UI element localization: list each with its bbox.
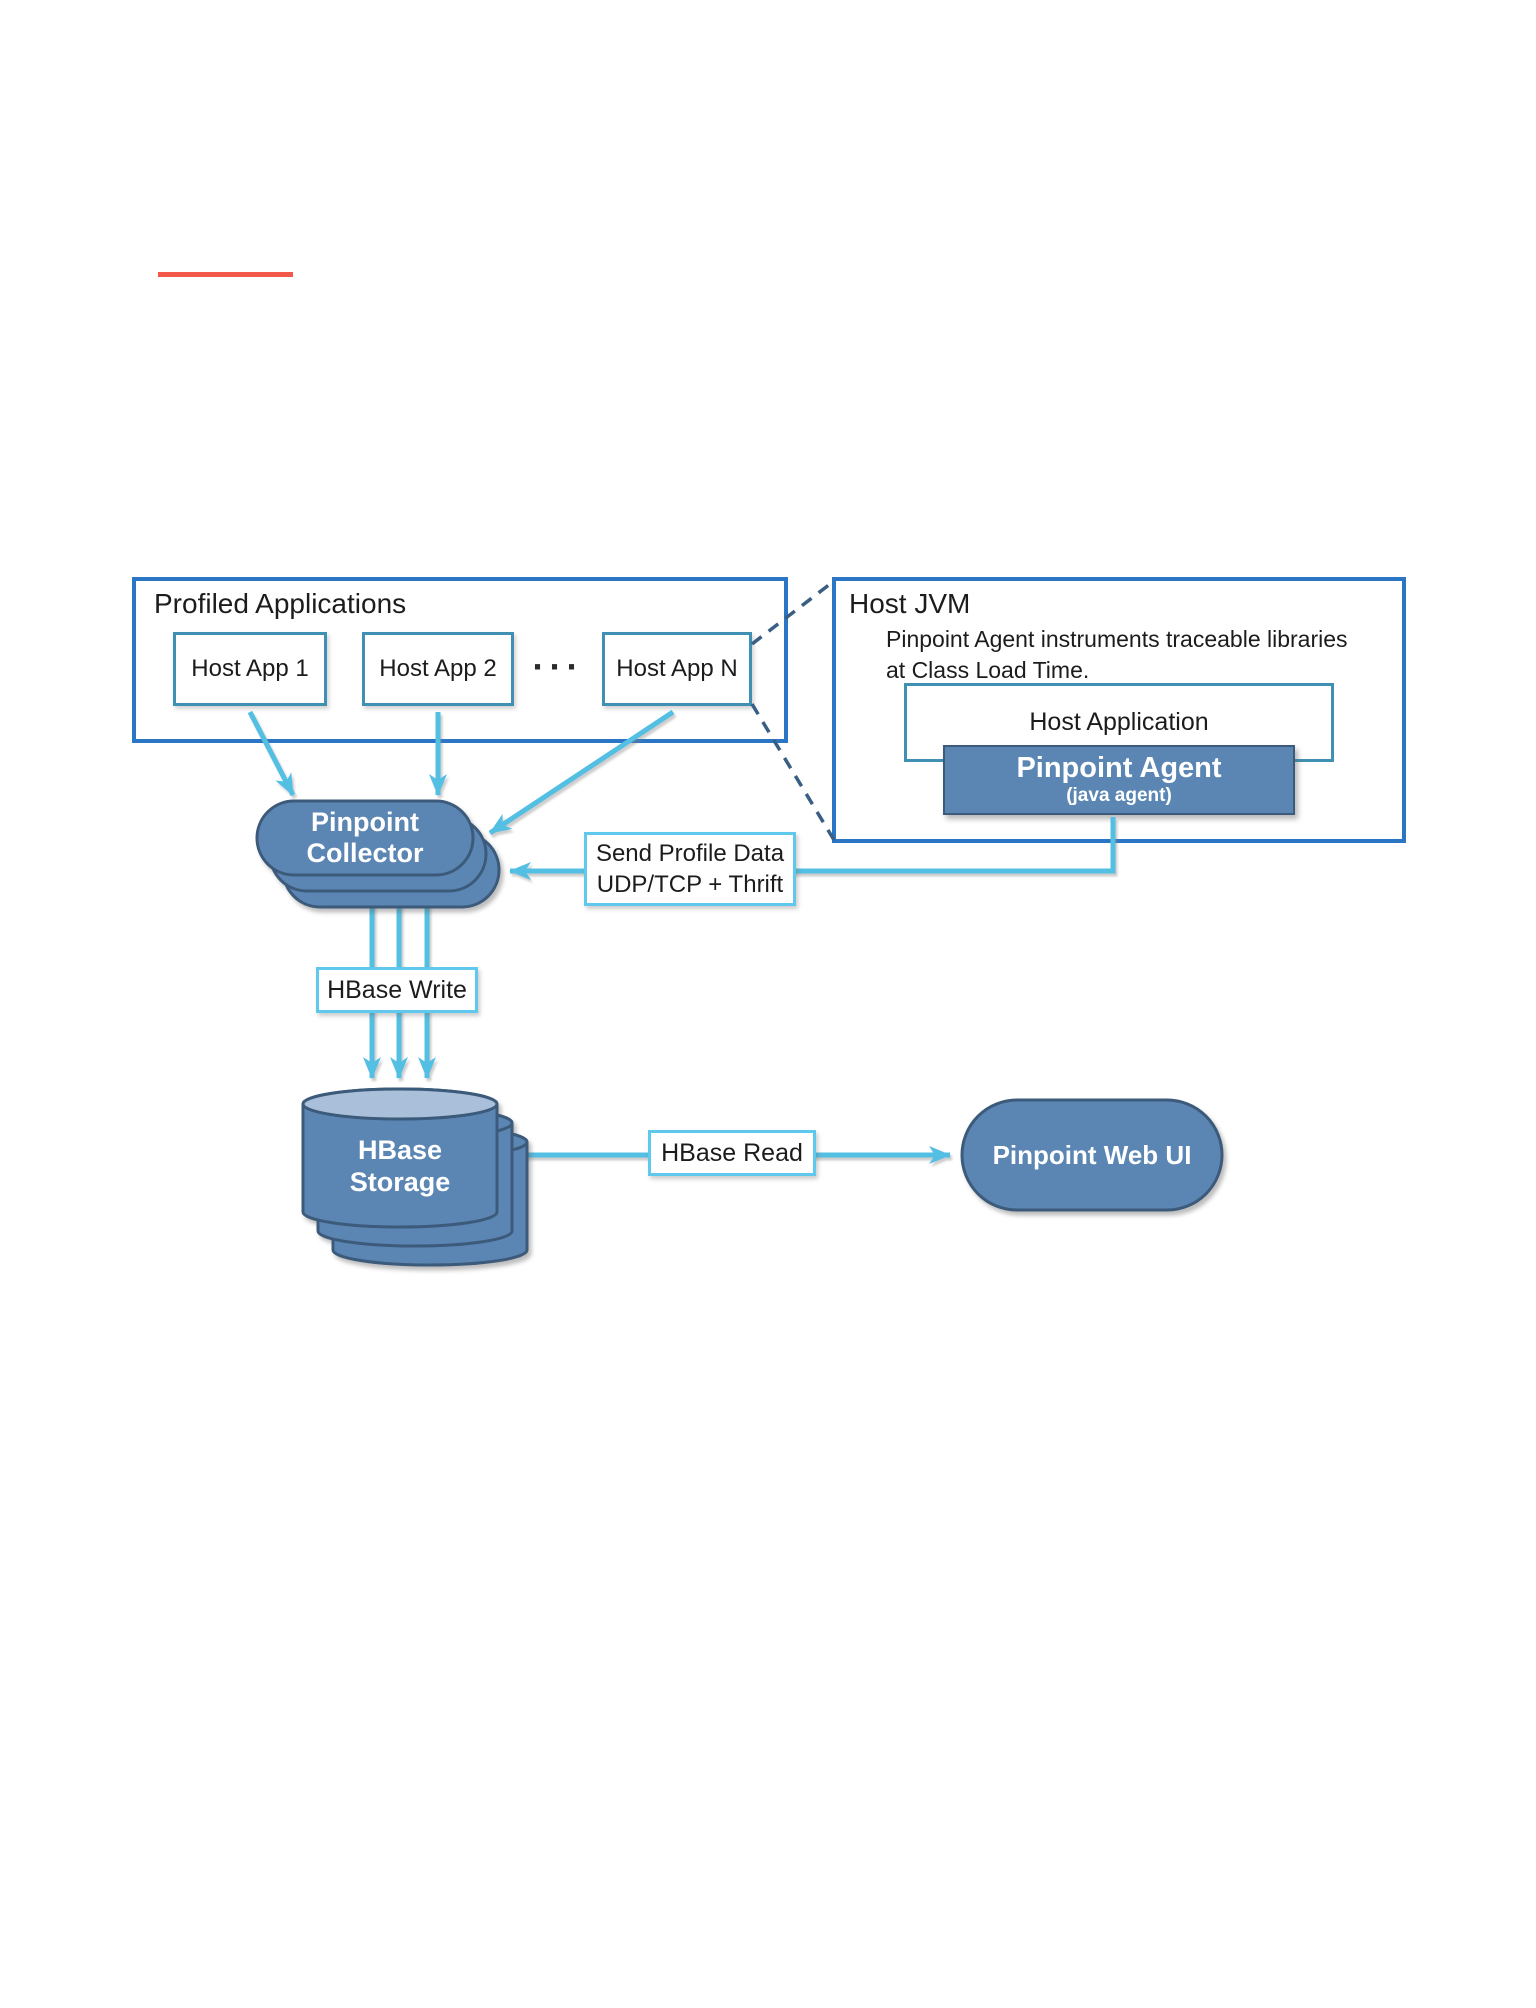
hbase-storage-label: HBase Storage <box>349 1135 451 1197</box>
pinpoint-agent-box: Pinpoint Agent (java agent) <box>943 745 1295 815</box>
host-jvm-title: Host JVM <box>849 588 971 619</box>
pinpoint-web-ui-label: Pinpoint Web UI <box>992 1140 1192 1170</box>
host-app-2-box: Host App 2 <box>362 632 514 706</box>
hbase-write-label-box: HBase Write <box>316 967 478 1013</box>
host-app-2-label: Host App 2 <box>379 655 497 682</box>
hbase-read-label-box: HBase Read <box>648 1130 816 1176</box>
host-app-1-box: Host App 1 <box>173 632 327 706</box>
profiled-applications-title: Profiled Applications <box>154 588 407 619</box>
red-underline-rule <box>158 272 293 277</box>
host-app-n-label: Host App N <box>616 655 738 682</box>
host-application-label: Host Application <box>1029 708 1209 736</box>
host-app-n-box: Host App N <box>602 632 752 706</box>
profiled-applications-box <box>132 577 788 743</box>
pinpoint-collector-label: Pinpoint Collector <box>306 807 424 868</box>
host-app-1-label: Host App 1 <box>191 655 309 682</box>
send-profile-data-label-box: Send Profile Data UDP/TCP + Thrift <box>584 832 796 906</box>
host-jvm-description: Pinpoint Agent instruments traceable lib… <box>886 626 1348 683</box>
pinpoint-agent-title: Pinpoint Agent <box>1016 752 1222 784</box>
pinpoint-agent-subtitle: (java agent) <box>1066 785 1172 806</box>
ellipsis-dots: ··· <box>532 646 584 687</box>
